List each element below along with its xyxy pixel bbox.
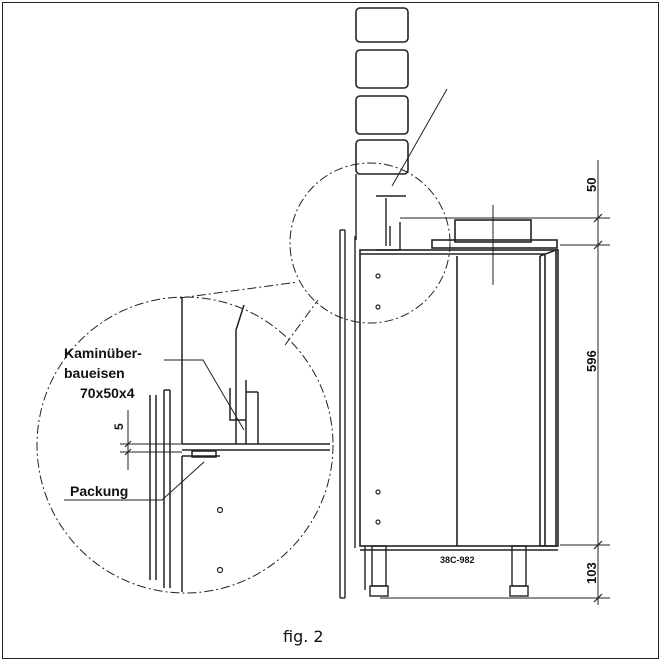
leader-line-top	[391, 88, 448, 187]
dimension-50: 50	[584, 178, 599, 192]
detail-enlarged	[149, 298, 330, 592]
flue-iron-label-cont: baueisen	[64, 365, 125, 381]
detail-circle-small	[289, 162, 451, 324]
stove-base	[360, 545, 558, 597]
detail-circle-large	[36, 296, 334, 594]
bolt-holes	[375, 273, 381, 525]
gap-label: 5	[112, 423, 126, 430]
flue-iron-size: 70x50x4	[80, 385, 135, 401]
flue-iron-label: Kaminüber-	[64, 345, 142, 361]
figure-caption: fig. 2	[283, 627, 324, 646]
gap-dimension	[120, 410, 182, 470]
model-code: 38C-982	[440, 555, 475, 565]
flue-connection	[355, 174, 406, 251]
dimension-596: 596	[584, 350, 599, 372]
dimension-103: 103	[584, 562, 599, 584]
chimney-stack	[355, 7, 409, 175]
detail-connector-upper	[179, 281, 299, 299]
dimension-ticks	[593, 213, 603, 603]
wall-panel	[339, 229, 356, 599]
label-leaders	[64, 359, 245, 501]
detail-connector-lower	[284, 299, 319, 346]
gasket-label: Packung	[70, 483, 128, 499]
detail-holes	[216, 506, 224, 574]
stove-body	[359, 219, 559, 547]
dimension-lines	[380, 160, 610, 605]
